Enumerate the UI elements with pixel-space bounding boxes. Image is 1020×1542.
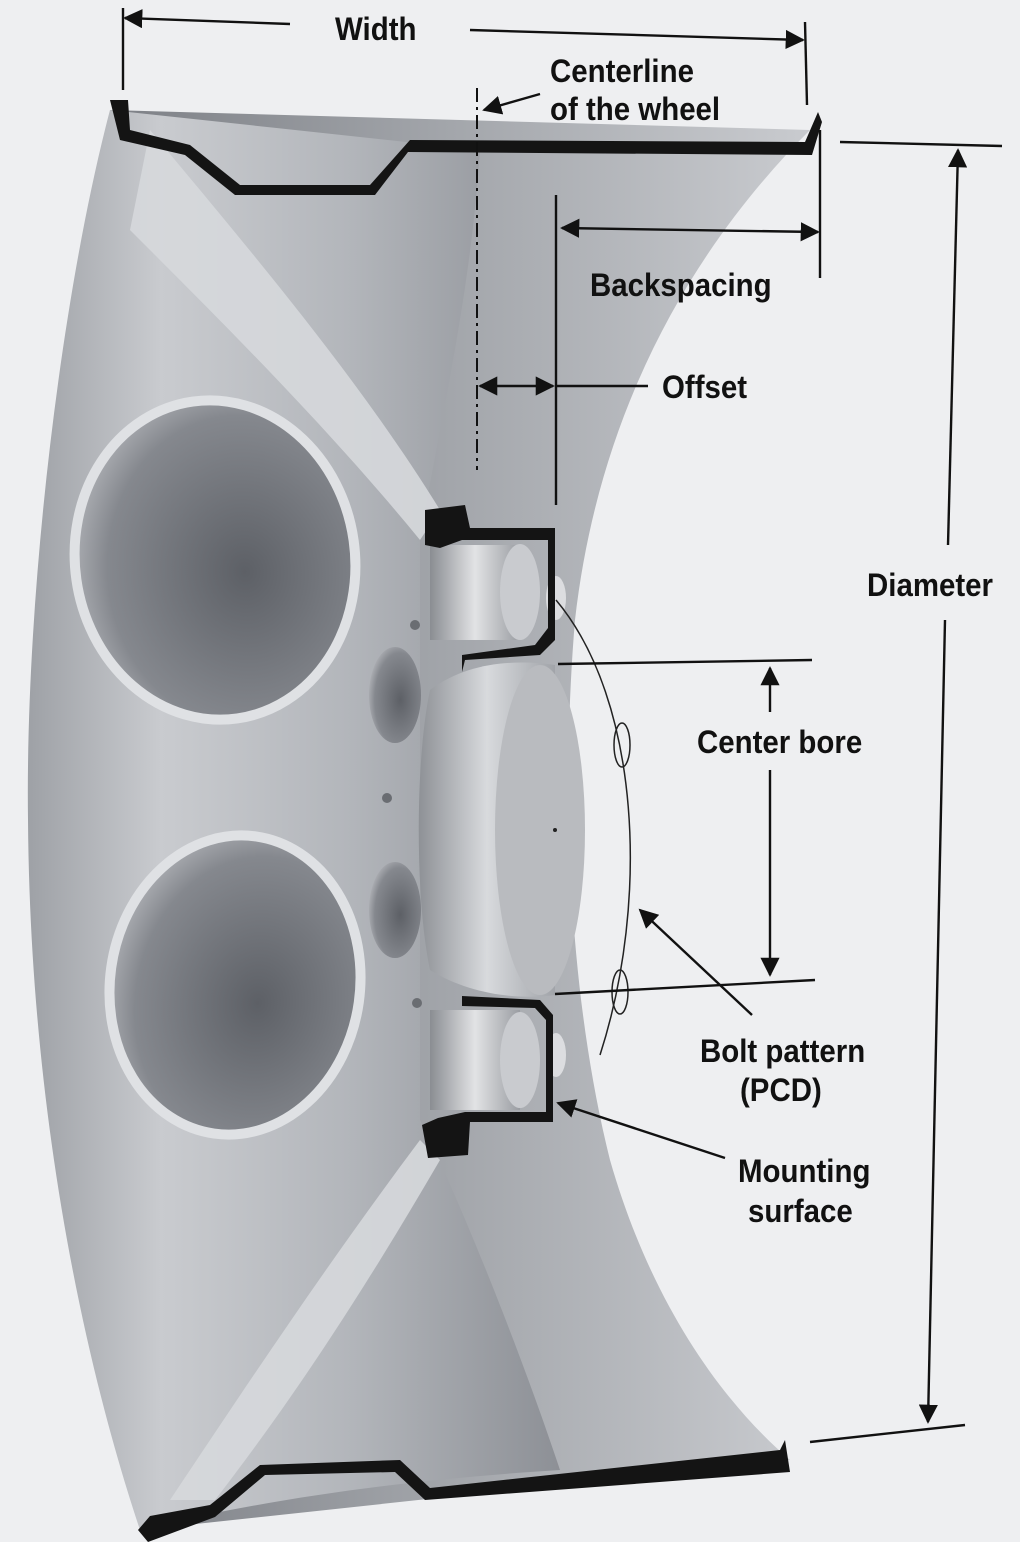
bolt-pattern-label-line2: (PCD) [740,1072,822,1108]
offset-label: Offset [662,369,748,405]
lower-window [104,830,366,1140]
diameter-label: Diameter [867,567,993,603]
vent-hole-3 [412,998,422,1008]
centerline-label-line1: Centerline [550,53,694,89]
mounting-surface-label-line1: Mounting [738,1153,871,1189]
vent-hole-1 [410,620,420,630]
backspacing-label: Backspacing [590,267,772,303]
lug-hole-2 [369,862,421,958]
mounting-surface-label-line2: surface [748,1193,853,1229]
vent-hole-2 [382,793,392,803]
mount-section-upper [425,505,555,672]
rim-section-bottom [138,1440,790,1542]
bolt-pattern-label-line1: Bolt pattern [700,1033,866,1069]
bolt-circle [555,599,632,1056]
lower-spoke [170,1140,440,1500]
lower-stud [430,1010,520,1110]
upper-window [69,395,361,725]
center-bore-label: Center bore [697,724,863,760]
lug-hole-1 [369,647,421,743]
upper-spoke [130,130,440,540]
upper-stud [430,545,520,640]
width-label: Width [335,11,417,47]
mount-section-lower [422,996,553,1158]
centerline-label-line2: of the wheel [550,91,721,127]
rim-section-top [110,100,822,195]
